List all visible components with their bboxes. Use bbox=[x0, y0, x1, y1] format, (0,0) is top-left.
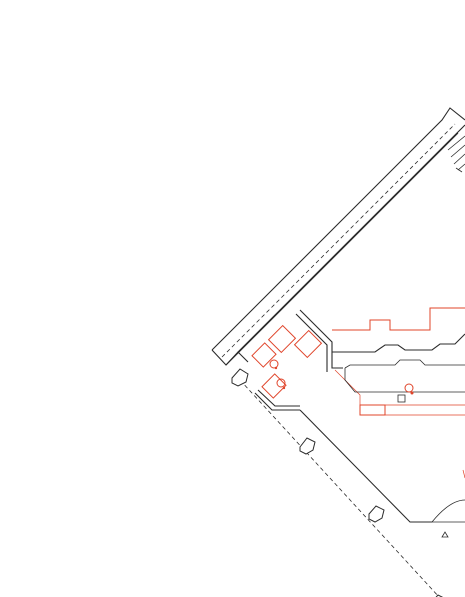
lower-wall bbox=[239, 379, 465, 597]
seating-icon bbox=[251, 324, 414, 399]
column-marker-icon bbox=[231, 368, 444, 597]
stair-element bbox=[447, 135, 465, 173]
long-counter bbox=[334, 359, 465, 416]
diagonal-wall bbox=[211, 107, 465, 366]
north-triangle-icon bbox=[441, 531, 449, 538]
corner-room-wall bbox=[254, 309, 343, 411]
service-counter-outline bbox=[332, 307, 465, 353]
